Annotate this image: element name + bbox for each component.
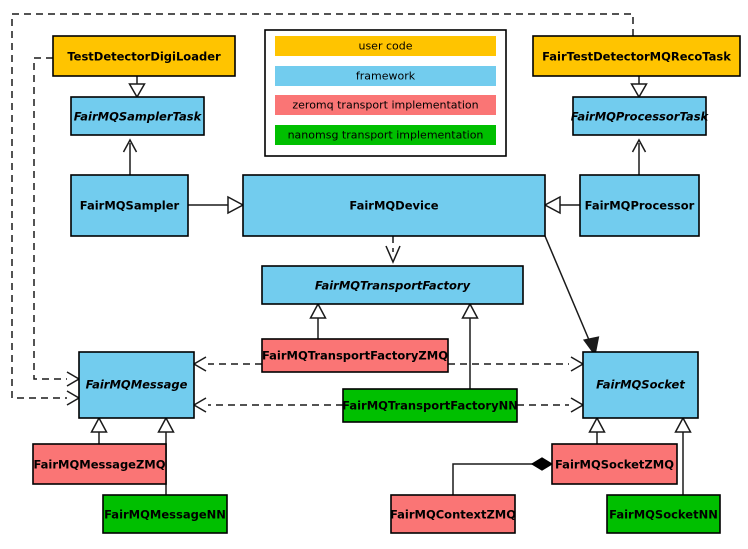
edge-device-socket [544,235,600,357]
legend-panel: user code framework zeromq transport imp… [264,29,507,157]
edge-sampler-device [188,195,245,215]
node-fairmqsamplertask[interactable]: FairMQSamplerTask [70,96,205,136]
node-fairmqmessagezmq[interactable]: FairMQMessageZMQ [32,443,167,485]
node-fairtestdetectormqrecotask[interactable]: FairTestDetectorMQRecoTask [532,35,741,77]
edge-factorynn-message [192,397,343,413]
edge-socketnn-socket [674,416,692,495]
edge-factoryzmq-message [192,356,262,372]
edge-recotask-processortask [630,76,648,99]
node-fairmqmessage[interactable]: FairMQMessage [78,351,195,419]
edge-sampler-samplertask [122,138,138,175]
edge-processor-processortask [631,138,647,175]
node-fairmqtransportfactory[interactable]: FairMQTransportFactory [261,265,524,305]
node-testdetectordigiloader[interactable]: TestDetectorDigiLoader [52,35,236,77]
edge-factoryzmq-factory [309,302,327,339]
node-fairmqcontextzmq[interactable]: FairMQContextZMQ [390,494,516,534]
node-fairmqsocketnn[interactable]: FairMQSocketNN [606,494,721,534]
node-fairmqmessagenn[interactable]: FairMQMessageNN [102,494,228,534]
node-fairmqprocessor[interactable]: FairMQProcessor [579,174,700,237]
legend-item-framework: framework [275,66,496,86]
node-fairmqtransportfactoryzmq[interactable]: FairMQTransportFactoryZMQ [261,338,449,373]
edge-processor-device [543,195,580,215]
legend-item-nanomsg: nanomsg transport implementation [275,125,496,145]
legend-item-user-code: user code [275,36,496,56]
node-fairmqprocessortask[interactable]: FairMQProcessorTask [571,96,710,136]
edge-factorynn-socket [517,397,585,413]
legend-item-zeromq: zeromq transport implementation [275,95,496,115]
edge-socketzmq-socket [588,416,606,444]
edge-factorynn-factory [461,302,479,389]
node-fairmqdevice[interactable]: FairMQDevice [242,174,546,237]
node-fairmqsocketzmq[interactable]: FairMQSocketZMQ [551,443,678,485]
node-fairmqsampler[interactable]: FairMQSampler [70,174,189,237]
node-fairmqsocket[interactable]: FairMQSocket [582,351,699,419]
edge-factoryzmq-socket [448,356,585,372]
node-fairmqtransportfactorynn[interactable]: FairMQTransportFactoryNN [342,388,518,423]
edge-digiloader-samplertask [128,76,146,99]
edge-device-transportfactory [385,236,401,264]
edge-socketzmq-contextzmq [452,457,554,495]
edge-messagezmq-message [90,416,108,444]
